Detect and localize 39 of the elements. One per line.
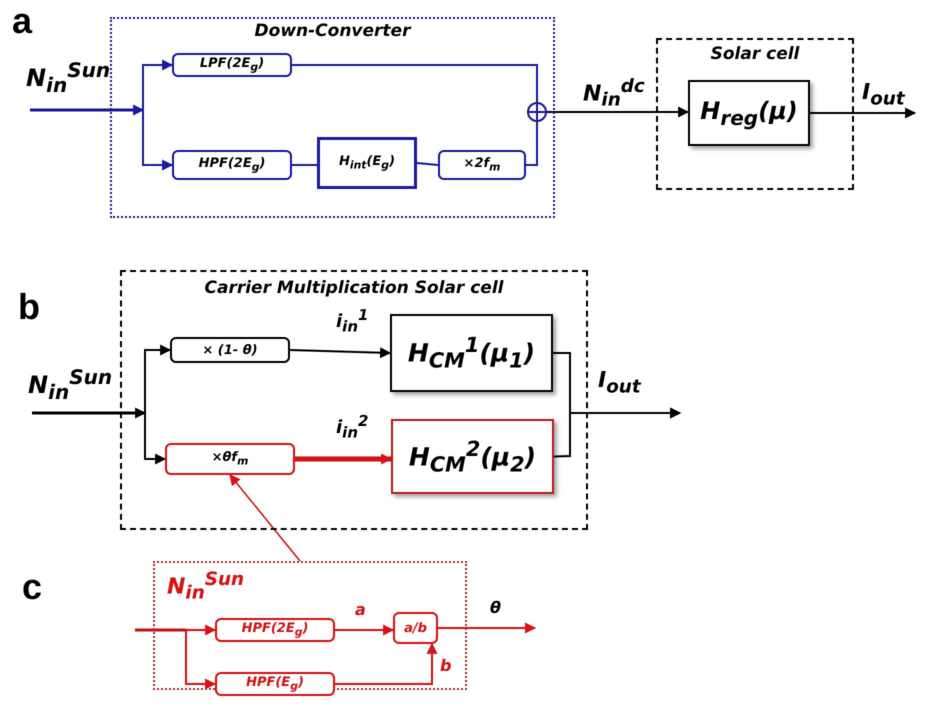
- arrow: [335, 642, 438, 685]
- arrow: [142, 60, 174, 110]
- process-box: ×θf$_{m}$: [165, 443, 295, 475]
- panel-letter: c: [22, 566, 42, 608]
- process-box: HPF(2E$_{g}$): [172, 150, 292, 180]
- process-box: H$_{int}$(E$_{g}$): [317, 137, 417, 189]
- leader-line: [229, 474, 301, 562]
- arrow: [186, 624, 216, 636]
- arrow: [32, 408, 146, 418]
- process-box: H$_{CM}$$^{2}$(μ$_{2}$): [391, 419, 554, 494]
- arrow: [810, 108, 916, 118]
- group-frame: [120, 270, 588, 530]
- panel-letter: a: [12, 0, 32, 42]
- arrow: [142, 110, 174, 170]
- arrow: [547, 106, 690, 118]
- process-box: a/b: [393, 612, 438, 644]
- panel-letter: b: [18, 286, 40, 328]
- arrow: [144, 344, 172, 413]
- arrow: [438, 622, 536, 634]
- group-title: Carrier Multiplication Solar cell: [204, 278, 504, 298]
- summing-junction: [527, 102, 547, 122]
- arrow: [290, 347, 392, 358]
- arrow: [335, 624, 394, 636]
- group-frame: [656, 38, 854, 190]
- process-box: H$_{reg}$(μ): [688, 80, 810, 146]
- arrow: [295, 454, 392, 464]
- arrow: [185, 630, 216, 690]
- group-title: Down-Converter: [254, 21, 410, 41]
- process-box: HPF(2E$_{g}$): [215, 618, 335, 642]
- arrow: [554, 408, 682, 458]
- process-box: H$_{CM}$$^{1}$(μ$_{1}$): [390, 314, 553, 392]
- arrow: [30, 104, 144, 116]
- process-box: HPF(E$_{g}$): [215, 672, 335, 696]
- process-box: × (1- θ): [170, 337, 290, 363]
- group-frame: [110, 17, 555, 218]
- process-box: ×2f$_{m}$: [438, 150, 526, 180]
- group-title: Solar cell: [710, 44, 800, 64]
- arrow: [144, 413, 166, 464]
- process-box: LPF(2E$_{g}$): [172, 53, 292, 77]
